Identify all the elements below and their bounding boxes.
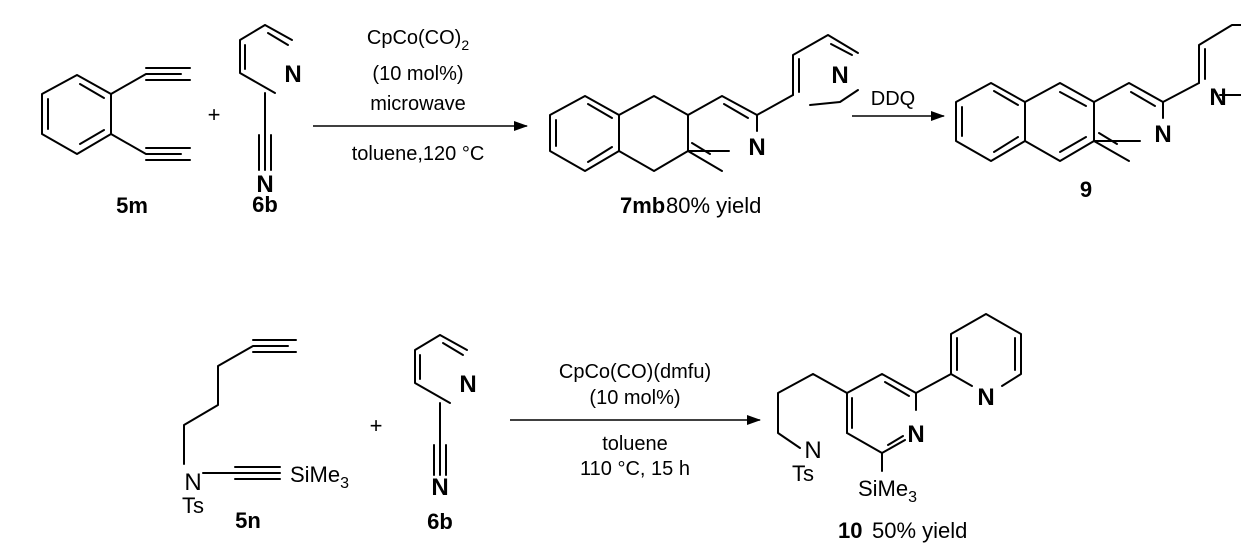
silyl-5n: SiMe3	[290, 462, 349, 492]
condition-solvent-temp-1: toluene,120 °C	[352, 143, 485, 165]
label-5m: 5m	[116, 193, 148, 218]
label-6b-top: 6b	[252, 192, 278, 217]
condition-catalyst-2: CpCo(CO)(dmfu)	[559, 361, 711, 383]
compound-5m	[41, 67, 191, 161]
nitrile-n-6b-top: N	[256, 171, 273, 198]
pyridine-n-10: N	[977, 384, 994, 411]
tosyl-10: Ts	[792, 461, 814, 486]
yield-7mb: 80% yield	[666, 193, 761, 218]
yield-10: 50% yield	[872, 518, 967, 543]
amine-n-10: N	[804, 437, 821, 464]
compound-9	[955, 24, 1241, 162]
compound-6b-top	[239, 24, 293, 171]
silyl-10: SiMe3	[858, 476, 917, 506]
compound-5n	[183, 339, 297, 480]
label-10: 10	[838, 518, 862, 543]
condition-microwave: microwave	[370, 93, 466, 115]
condition-solvent-2: toluene	[602, 433, 668, 455]
label-5n: 5n	[235, 508, 261, 533]
pyridine-n-6b-top: N	[284, 61, 301, 88]
label-9: 9	[1080, 177, 1092, 202]
plus-sign-2: +	[370, 413, 383, 438]
amine-n-5n: N	[184, 469, 201, 496]
condition-catalyst-1: CpCo(CO)2	[367, 27, 469, 53]
compound-6b-bottom	[414, 334, 468, 476]
tosyl-5n: Ts	[182, 493, 204, 518]
condition-loading-2: (10 mol%)	[589, 387, 680, 409]
compound-10	[777, 313, 1022, 472]
ring-n-10: N	[907, 421, 924, 448]
label-6b-bottom: 6b	[427, 509, 453, 534]
label-7mb: 7mb	[620, 193, 665, 218]
nitrile-n-6b-bottom: N	[431, 474, 448, 501]
pyridine-n-9: N	[1209, 84, 1226, 111]
condition-loading-1: (10 mol%)	[372, 63, 463, 85]
ring-n-9: N	[1154, 121, 1171, 148]
plus-sign-1: +	[208, 102, 221, 127]
reagent-ddq: DDQ	[871, 88, 915, 110]
pyridine-n-7mb: N	[831, 62, 848, 89]
ring-n-7mb: N	[748, 134, 765, 161]
condition-temp-time-2: 110 °C, 15 h	[580, 458, 690, 480]
compound-7mb	[549, 34, 859, 172]
pyridine-n-6b-bottom: N	[459, 371, 476, 398]
